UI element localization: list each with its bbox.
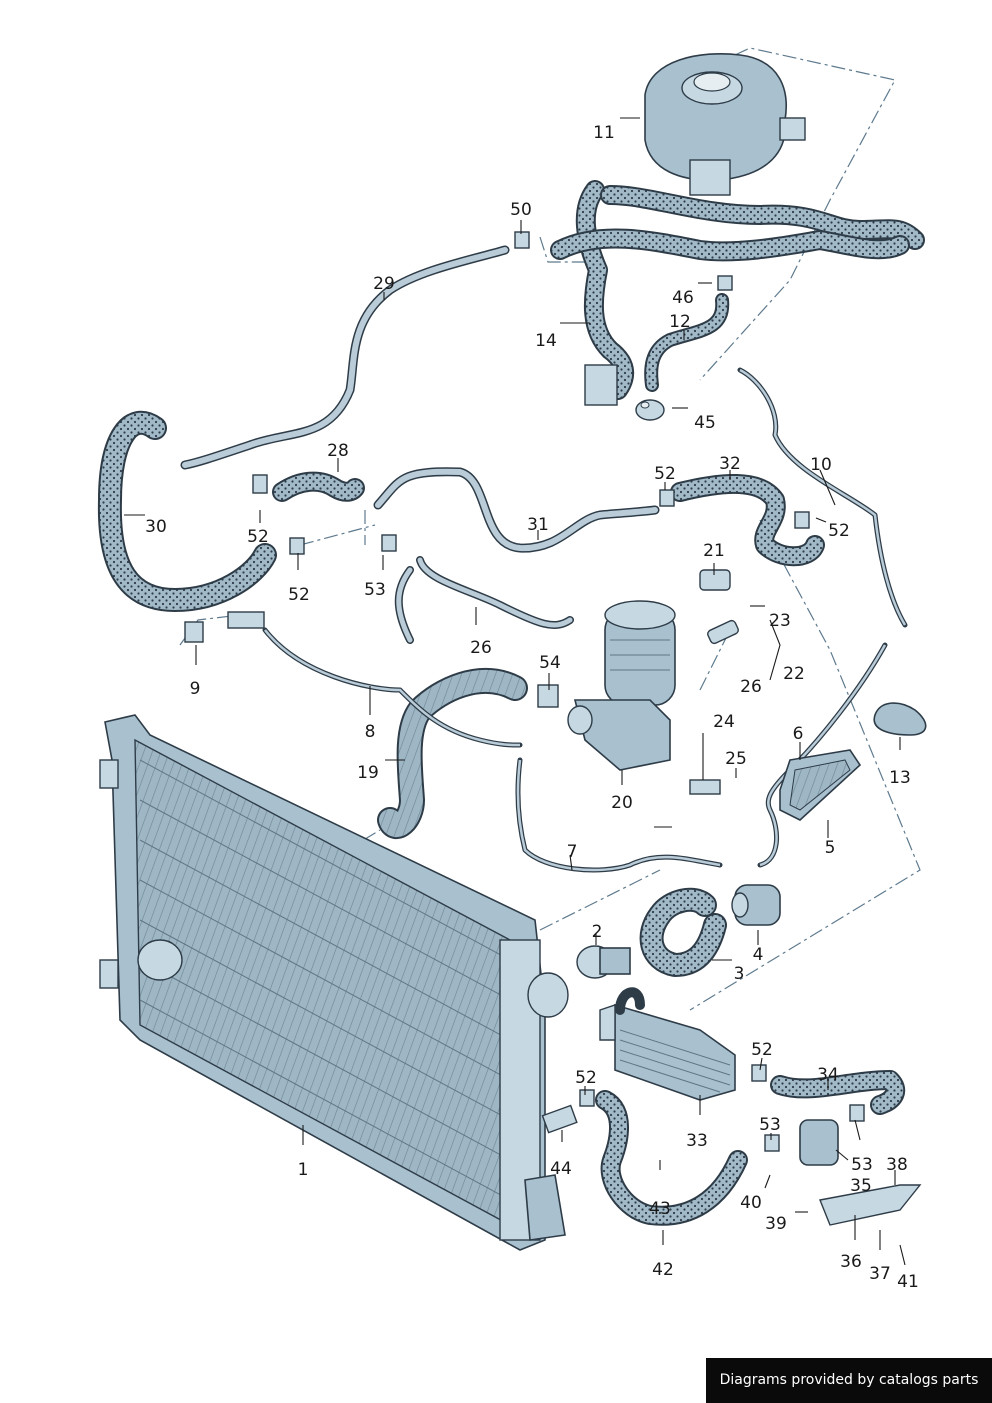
expansion-tank <box>644 52 806 196</box>
callout-30: 29 <box>373 274 395 294</box>
callout-42: 41 <box>897 1272 919 1292</box>
callout-10: 10 <box>810 455 832 475</box>
callout-54: 54 <box>539 653 561 673</box>
callout-37: 36 <box>840 1252 862 1272</box>
callout-45: 44 <box>550 1159 572 1179</box>
callout-29: 28 <box>327 441 349 461</box>
callout-39: 38 <box>886 1155 908 1175</box>
callout-41: 40 <box>740 1193 762 1213</box>
radiator <box>99 714 569 1251</box>
callout-23: 23 <box>769 611 791 631</box>
callout-52-right: 52 <box>828 521 850 541</box>
callout-50: 46 <box>672 288 694 308</box>
callout-24: 24 <box>713 712 735 732</box>
callout-13: 13 <box>889 768 911 788</box>
callout-33: 32 <box>719 454 741 474</box>
callout-36: 35 <box>850 1176 872 1196</box>
callout-1: 1 <box>298 1160 309 1180</box>
callout-4: 4 <box>753 945 764 965</box>
credit-banner: Diagrams provided by catalogs parts <box>706 1358 992 1403</box>
leader-lines <box>124 117 906 1266</box>
flanges-and-sensors <box>541 569 927 1226</box>
callout-7: 7 <box>567 842 578 862</box>
callout-11: 11 <box>593 123 615 143</box>
callout-38: 37 <box>869 1264 891 1284</box>
callout-14: 14 <box>535 331 557 351</box>
callout-12: 12 <box>669 312 691 332</box>
callout-26-seal: 26 <box>740 677 762 697</box>
callout-52-left: 52 <box>288 585 310 605</box>
callout-9: 9 <box>190 679 201 699</box>
callout-52-lower: 52 <box>575 1068 597 1088</box>
coolant-pipes <box>180 245 908 873</box>
callout-46: 45 <box>694 413 716 433</box>
callout-20: 20 <box>611 793 633 813</box>
callout-40: 39 <box>765 1214 787 1234</box>
callout-52-mid: 52 <box>654 464 676 484</box>
callout-32: 31 <box>527 515 549 535</box>
callout-31: 30 <box>145 517 167 537</box>
callout-34: 33 <box>686 1131 708 1151</box>
radiator-fins <box>139 759 511 1201</box>
rubber-hoses <box>97 180 925 1226</box>
callout-26-sensor: 25 <box>725 749 747 769</box>
callout-52-cooler: 52 <box>751 1040 773 1060</box>
callout-53-mid: 53 <box>364 580 386 600</box>
callout-21: 21 <box>703 541 725 561</box>
oil-cooler <box>599 987 736 1101</box>
callout-53-right: 53 <box>851 1155 873 1175</box>
callout-8: 8 <box>365 722 376 742</box>
callout-3: 3 <box>734 964 745 984</box>
callout-53-left: 52 <box>247 527 269 547</box>
callout-44: 43 <box>649 1199 671 1219</box>
callout-28: 26 <box>470 638 492 658</box>
callout-5: 5 <box>825 838 836 858</box>
hose-clamps <box>184 231 865 1152</box>
oil-filter-housing <box>567 600 676 771</box>
callout-labels: 1 2 3 4 5 6 7 8 9 10 11 12 13 14 19 20 2… <box>145 123 919 1292</box>
callout-6: 6 <box>793 724 804 744</box>
callout-22: 22 <box>783 664 805 684</box>
callout-2: 2 <box>592 922 603 942</box>
callout-35: 34 <box>817 1065 839 1085</box>
callout-19: 19 <box>357 763 379 783</box>
callout-52-top: 50 <box>510 200 532 220</box>
callout-53-valve: 53 <box>759 1115 781 1135</box>
callout-43: 42 <box>652 1260 674 1280</box>
